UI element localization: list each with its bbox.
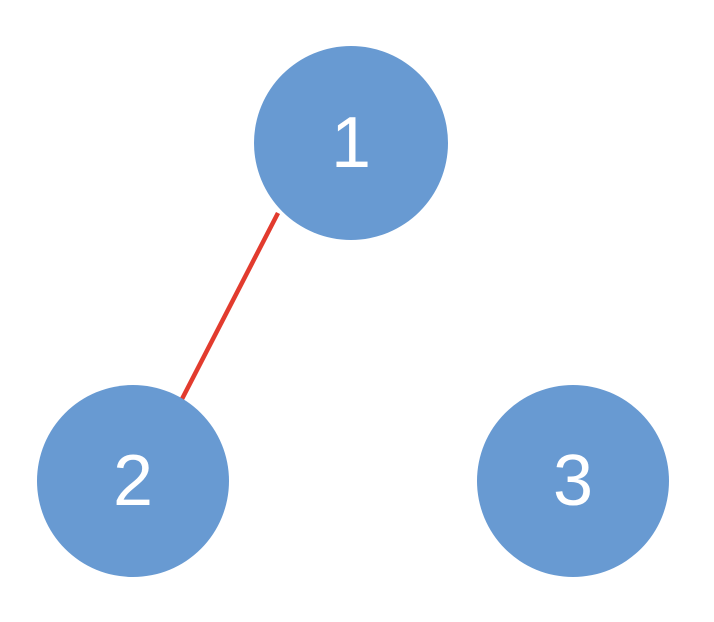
graph-node-1[interactable]: 1 xyxy=(254,46,448,240)
graph-node-2[interactable]: 2 xyxy=(37,385,229,577)
node-3-label: 3 xyxy=(552,441,594,521)
node-2-label: 2 xyxy=(112,441,154,521)
graph-node-3[interactable]: 3 xyxy=(477,385,669,577)
node-1-label: 1 xyxy=(330,103,372,183)
edge-node1-node2[interactable] xyxy=(180,211,280,401)
